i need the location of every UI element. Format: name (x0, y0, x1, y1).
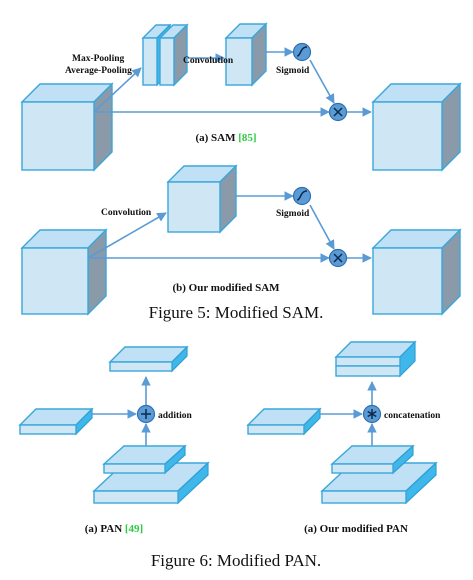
addition-label: addition (158, 411, 193, 421)
modified-sam-caption: (b) Our modified SAM (172, 282, 280, 294)
multiply-icon (328, 102, 348, 122)
modified-pan-diagram: concatenation (a) Our modified PAN (246, 340, 441, 535)
sigmoid-label: Sigmoid (276, 209, 310, 219)
conv-output-cube (166, 164, 238, 234)
input-feature-cube (20, 82, 114, 172)
conv-output-map (224, 22, 268, 87)
lateral-feature-slab (246, 407, 322, 436)
middle-feature-slab (330, 444, 415, 475)
addition-icon (136, 404, 156, 424)
output-feature-cube (371, 228, 462, 316)
pan-diagram: addition (a) PAN [49] (18, 345, 210, 535)
pan-caption: (a) PAN [49] (85, 523, 143, 535)
lateral-feature-slab (18, 407, 94, 436)
pan-citation: [49] (125, 523, 143, 535)
modified-pan-caption: (a) Our modified PAN (304, 523, 408, 535)
average-pooling-label: Average-Pooling (65, 66, 132, 76)
output-feature-cube (371, 82, 462, 172)
sam-citation: [85] (238, 132, 256, 144)
output-feature-slab (108, 345, 189, 373)
modified-sam-diagram: Convolution Sigmoid (b) Our modified SAM (20, 164, 462, 316)
pooled-feature-maps (141, 23, 189, 87)
figure5-caption: Figure 5: Modified SAM. (149, 303, 324, 322)
concatenated-output-slab (334, 340, 417, 378)
input-feature-cube (20, 228, 108, 316)
sigmoid-label: Sigmoid (276, 66, 310, 76)
convolution-label: Convolution (183, 56, 234, 66)
convolution-label: Convolution (101, 208, 152, 218)
sigmoid-icon (292, 186, 312, 206)
sam-diagram: Max-Pooling Average-Pooling Convolution … (20, 22, 462, 172)
figure6-caption: Figure 6: Modified PAN. (151, 551, 321, 570)
middle-feature-slab (102, 444, 187, 475)
sam-caption: (a) SAM [85] (195, 132, 256, 144)
sigmoid-icon (292, 42, 312, 62)
max-pooling-label: Max-Pooling (72, 54, 124, 64)
concatenation-icon (362, 404, 382, 424)
concatenation-label: concatenation (384, 411, 441, 421)
multiply-icon (328, 248, 348, 268)
